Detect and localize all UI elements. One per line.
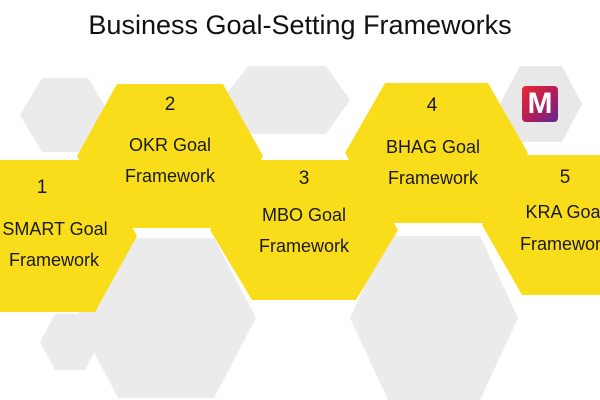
framework-hexagon-4 — [345, 83, 528, 223]
framework-number-3: 3 — [298, 168, 310, 189]
decor-hexagon — [350, 236, 518, 400]
framework-number-5: 5 — [559, 167, 571, 188]
framework-number-1: 1 — [36, 177, 48, 198]
framework-label-2-line2: Framework — [124, 166, 215, 186]
framework-label-4-line1: BHAG Goal — [385, 137, 481, 157]
decor-hexagon — [20, 78, 110, 152]
framework-label-5-line1: KRA Goal — [525, 202, 600, 222]
framework-number-4: 4 — [426, 95, 438, 116]
framework-label-3-line2: Framework — [258, 236, 349, 256]
framework-hexagon-2 — [77, 84, 263, 228]
brand-logo-letter: M — [527, 87, 553, 120]
framework-label-5-line2: Framework — [519, 234, 600, 254]
framework-label-1-line2: Framework — [8, 250, 99, 270]
framework-label-2-line1: OKR Goal — [128, 135, 212, 155]
brand-logo-icon — [522, 86, 558, 122]
decor-hexagon — [76, 238, 256, 398]
framework-label-3-line1: MBO Goal — [261, 205, 347, 225]
framework-hexagon-5 — [482, 155, 600, 295]
decor-hexagon — [40, 314, 100, 370]
framework-number-2: 2 — [164, 94, 176, 115]
decor-hexagon — [222, 66, 350, 134]
framework-label-1-line1: SMART Goal — [2, 219, 108, 239]
page-title: Business Goal-Setting Frameworks — [88, 10, 512, 40]
framework-label-4-line2: Framework — [387, 168, 478, 188]
framework-hexagon-3 — [210, 160, 398, 300]
